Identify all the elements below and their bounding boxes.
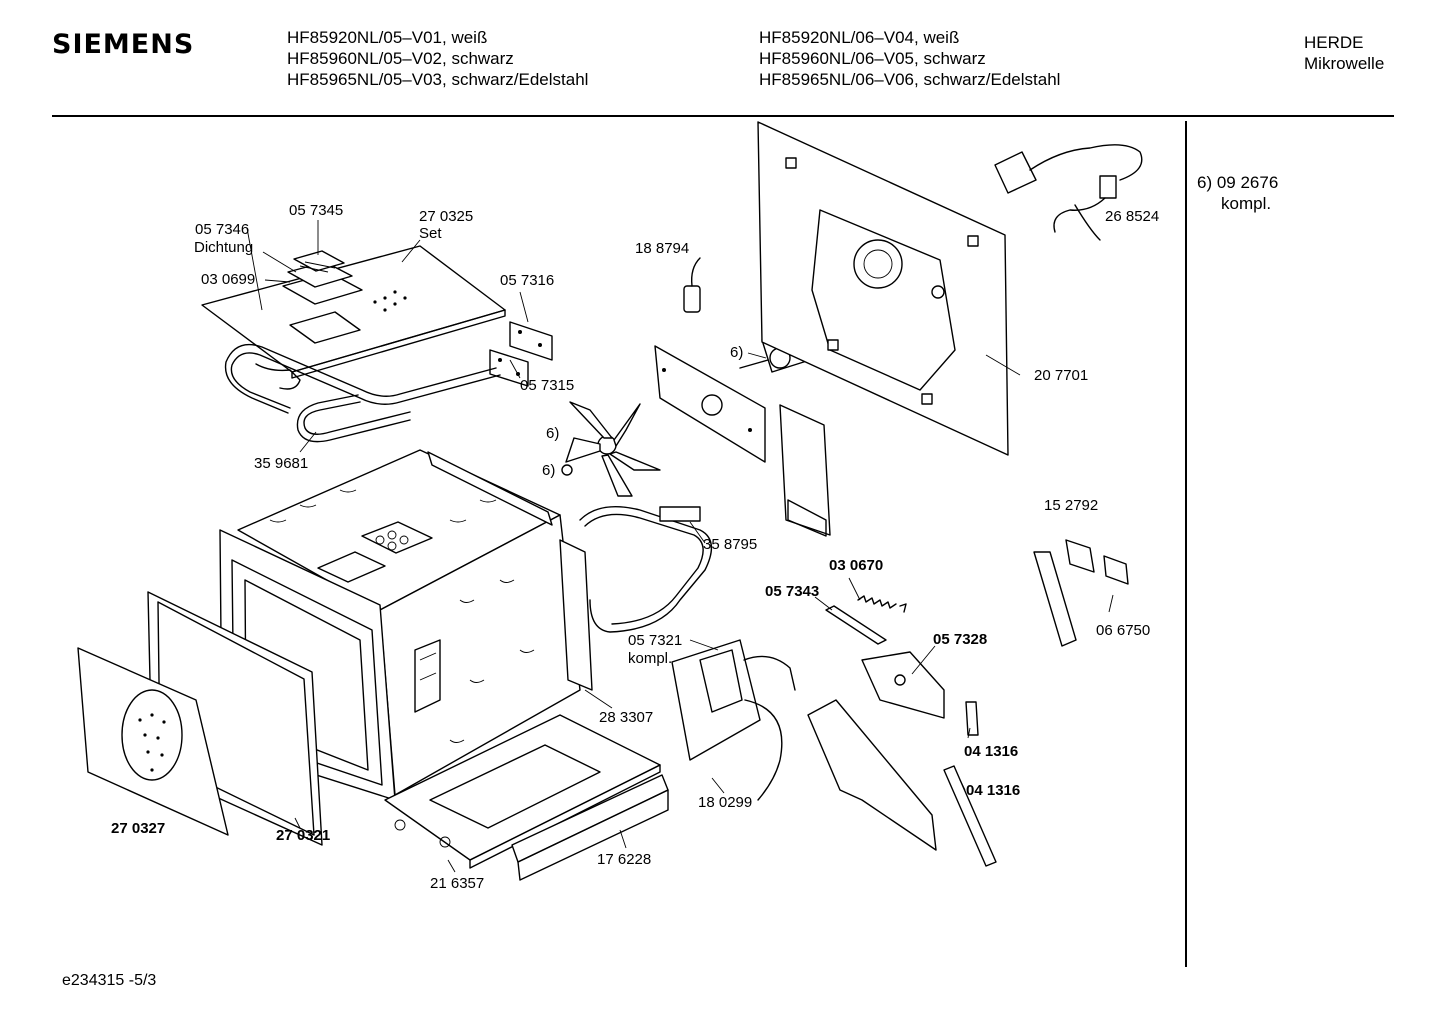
part-label: Set [419, 225, 442, 242]
top-cover-plate [201, 245, 506, 379]
leader-lines [246, 220, 1114, 873]
part-label: 04 1316 [966, 782, 1021, 799]
side-note-line: kompl. [1221, 194, 1272, 213]
model-list-left: HF85920NL/05–V01, weiß HF85960NL/05–V02,… [287, 27, 588, 90]
document-code: e234315 -5/3 [62, 972, 157, 989]
part-label: 27 0321 [276, 827, 331, 844]
mains-cable [994, 144, 1143, 241]
fan-wheel [561, 401, 661, 497]
part-label: 05 7316 [500, 272, 555, 289]
base-plate [384, 714, 661, 869]
part-label: 04 1316 [964, 743, 1019, 760]
model-line: HF85965NL/05–V03, schwarz/Edelstahl [287, 70, 589, 89]
part-label: 03 0670 [829, 557, 884, 574]
part-label: 6) [542, 462, 556, 479]
part-label: Dichtung [194, 239, 254, 256]
part-label: 15 2792 [1044, 497, 1099, 514]
door-switch-assembly [1033, 539, 1129, 647]
rear-wall [757, 121, 1009, 456]
part-label: 05 7328 [933, 631, 988, 648]
part-label: 18 0299 [698, 794, 753, 811]
model-line: HF85920NL/06–V04, weiß [759, 28, 960, 47]
part-label: 27 0325 [419, 208, 474, 225]
part-label: 03 0699 [201, 271, 256, 288]
capacitor [683, 257, 701, 313]
grill-heater-element [224, 343, 501, 443]
model-line: HF85920NL/05–V01, weiß [287, 28, 488, 47]
side-note: 6) 09 2676 kompl. [1197, 172, 1278, 214]
part-label: 35 8795 [703, 536, 758, 553]
gasket-strip [943, 701, 997, 867]
part-label: 20 7701 [1034, 367, 1089, 384]
side-panel [427, 451, 593, 691]
part-label: 6) [546, 425, 560, 442]
category-line: HERDE [1304, 33, 1364, 52]
convection-heater [579, 505, 713, 633]
side-bracket [807, 699, 937, 851]
model-line: HF85960NL/05–V02, schwarz [287, 49, 514, 68]
side-divider [1185, 121, 1187, 967]
part-label: 05 7321 [628, 632, 683, 649]
category-line: Mikrowelle [1304, 54, 1385, 73]
model-line: HF85965NL/06–V06, schwarz/Edelstahl [759, 70, 1061, 89]
part-label: 05 7345 [289, 202, 344, 219]
model-list-right: HF85920NL/06–V04, weiß HF85960NL/06–V05,… [759, 27, 1060, 90]
part-label: 05 7315 [520, 377, 575, 394]
door-spring [857, 595, 907, 613]
control-strip [511, 774, 669, 881]
door-panel [77, 647, 229, 836]
side-note-line: 6) 09 2676 [1197, 173, 1279, 192]
part-label: 18 8794 [635, 240, 690, 257]
door-lock-assembly [671, 639, 796, 801]
latch-hook [861, 651, 945, 719]
part-label: 17 6228 [597, 851, 652, 868]
part-label: 05 7343 [765, 583, 820, 600]
air-duct [779, 404, 831, 537]
part-label: 21 6357 [430, 875, 485, 892]
motor-bracket [654, 345, 766, 463]
latch-rod [825, 605, 887, 645]
part-label: 6) [730, 344, 744, 361]
part-label: 27 0327 [111, 820, 166, 837]
heater-bracket [489, 321, 553, 387]
brand-logo: SIEMENS [52, 29, 195, 60]
part-label: kompl. [628, 650, 673, 667]
part-label: 05 7346 [195, 221, 250, 238]
category-label: HERDE Mikrowelle [1304, 32, 1384, 74]
part-label: 28 3307 [599, 709, 654, 726]
part-label: 06 6750 [1096, 622, 1151, 639]
part-label: 26 8524 [1105, 208, 1160, 225]
part-label: 35 9681 [254, 455, 309, 472]
model-line: HF85960NL/06–V05, schwarz [759, 49, 986, 68]
header-divider [52, 115, 1394, 117]
window-glass-set [282, 250, 363, 305]
